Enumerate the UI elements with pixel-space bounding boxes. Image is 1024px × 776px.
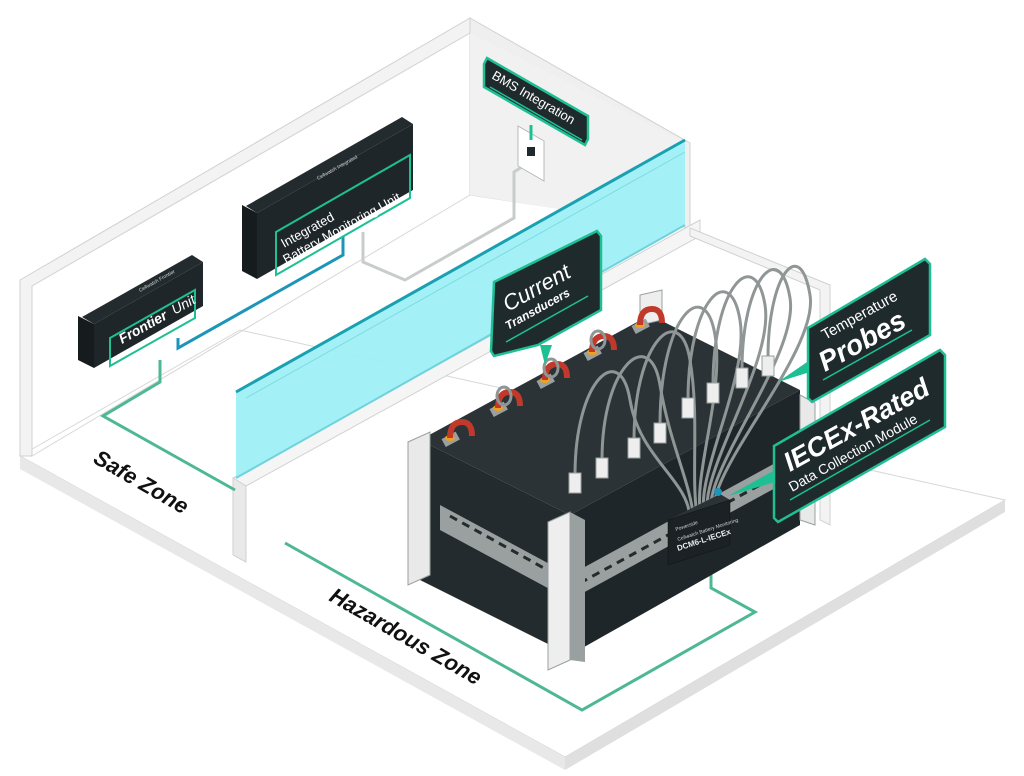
rail-dash-front bbox=[449, 514, 561, 579]
dcm-connector-icon bbox=[714, 488, 722, 496]
callout-underline bbox=[789, 419, 931, 501]
battery-top bbox=[420, 315, 800, 515]
probe-cable bbox=[658, 305, 719, 521]
frontier-side bbox=[78, 316, 94, 368]
wall-left-inner bbox=[31, 32, 471, 287]
wire-bms bbox=[361, 163, 526, 282]
callout-pointer bbox=[728, 470, 775, 496]
ibmu-front bbox=[257, 124, 413, 279]
frontier-front bbox=[94, 262, 203, 368]
temperature-probe-icon bbox=[735, 367, 749, 389]
ibmu-top bbox=[246, 117, 413, 213]
temperature-probe-icon bbox=[706, 382, 720, 404]
temperature-probe-icon bbox=[568, 472, 582, 494]
dcm-module: Powerside Cellwatch Battery Monitoring D… bbox=[667, 488, 739, 566]
floor-edge-right bbox=[565, 500, 1005, 770]
callout-bg bbox=[772, 348, 947, 524]
floor-line bbox=[31, 194, 471, 457]
temperature-probe-icon bbox=[681, 397, 695, 419]
rack-post-front-side bbox=[570, 512, 585, 662]
barrier-inner-line bbox=[245, 151, 686, 399]
callout-bg bbox=[489, 229, 603, 358]
barrier-glass bbox=[236, 140, 685, 478]
probe-cable bbox=[686, 290, 743, 521]
probe-cable bbox=[600, 355, 696, 521]
partition-base bbox=[232, 477, 247, 563]
callout-underline bbox=[489, 86, 583, 141]
temperature-probe-icon bbox=[627, 437, 641, 459]
wiring bbox=[100, 163, 759, 712]
wire-frontier-to-hazard bbox=[100, 360, 236, 492]
temperature-probe-icon bbox=[761, 355, 775, 377]
floor-edge bbox=[20, 456, 565, 770]
zone-barrier bbox=[235, 138, 686, 479]
callout-pointer bbox=[778, 360, 810, 382]
probe-cable bbox=[705, 275, 768, 521]
probe-cable bbox=[712, 264, 812, 521]
integrated-bmu: Cellwatch Integrated Integrated Battery … bbox=[242, 117, 413, 279]
right-wall bbox=[689, 227, 831, 526]
wire-hazard-floor bbox=[284, 541, 759, 712]
callout-bg bbox=[482, 56, 590, 147]
temperature-probe-cables bbox=[568, 264, 812, 521]
callout-current-transducers: Current Transducers bbox=[489, 229, 603, 365]
rack-post-left bbox=[407, 431, 431, 586]
current-transducer-icon bbox=[542, 357, 560, 379]
callout-underline bbox=[505, 295, 589, 343]
callout-underline bbox=[822, 329, 913, 381]
probe-cable bbox=[573, 370, 692, 521]
din-rail-front bbox=[440, 505, 570, 600]
barrier-bottom bbox=[235, 224, 686, 479]
busbar bbox=[637, 305, 665, 326]
bms-port bbox=[517, 125, 545, 182]
barrier-top-edge bbox=[235, 138, 686, 394]
ethernet-port-icon bbox=[527, 147, 535, 156]
frontier-unit: Cellwatch Frontier Frontier Unit bbox=[78, 255, 203, 368]
temperature-probe-icon bbox=[595, 457, 609, 479]
current-transducer-icon bbox=[495, 385, 513, 407]
temperature-probe-icon bbox=[653, 422, 667, 444]
rack-post-front bbox=[547, 511, 571, 671]
ibmu-side bbox=[242, 205, 257, 279]
wire-frontier-ibmu bbox=[176, 236, 345, 351]
frontier-top bbox=[82, 255, 203, 324]
callout-bg bbox=[806, 257, 932, 404]
ibmu-label-border bbox=[275, 153, 411, 277]
probe-cable bbox=[709, 268, 793, 521]
frontier-label-border bbox=[109, 288, 196, 368]
busbars bbox=[441, 305, 665, 448]
busbar bbox=[447, 418, 475, 439]
current-transducer-icon bbox=[589, 329, 607, 351]
dcm-front bbox=[667, 499, 731, 566]
callout-pointer bbox=[540, 345, 552, 365]
